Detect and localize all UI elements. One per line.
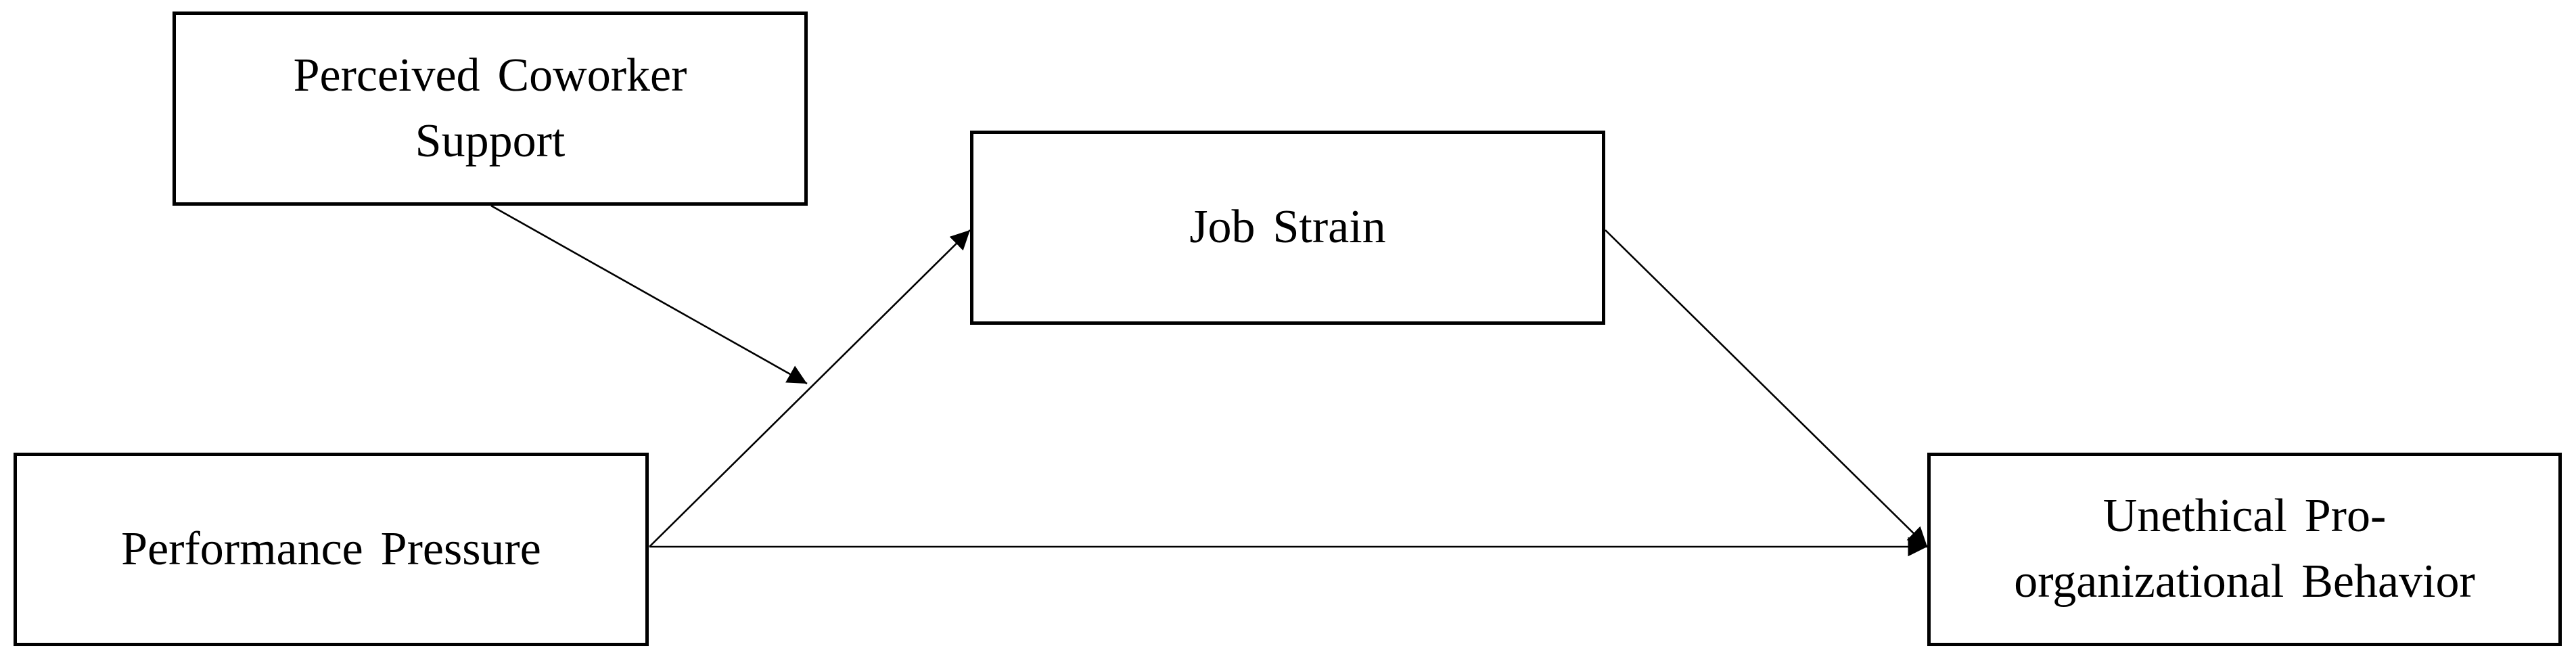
arrow-pressure-to-strain [649, 229, 971, 547]
node-label-line: Support [415, 114, 566, 167]
node-label-line: Perceived Coworker [293, 49, 687, 101]
node-unethical-pro-organizational-behavior: Unethical Pro- organizational Behavior [1927, 453, 2562, 646]
arrow-strain-to-upb [1605, 229, 1928, 547]
arrow-support-moderation [490, 204, 808, 385]
node-job-strain: Job Strain [970, 131, 1605, 325]
node-perceived-coworker-support: Perceived Coworker Support [172, 12, 808, 206]
node-label-line: Unethical Pro- [2102, 490, 2387, 543]
node-label: Job Strain [1189, 201, 1386, 254]
node-label-line: organizational Behavior [2014, 556, 2475, 608]
node-performance-pressure: Performance Pressure [14, 453, 649, 646]
node-label: Performance Pressure [121, 522, 541, 575]
